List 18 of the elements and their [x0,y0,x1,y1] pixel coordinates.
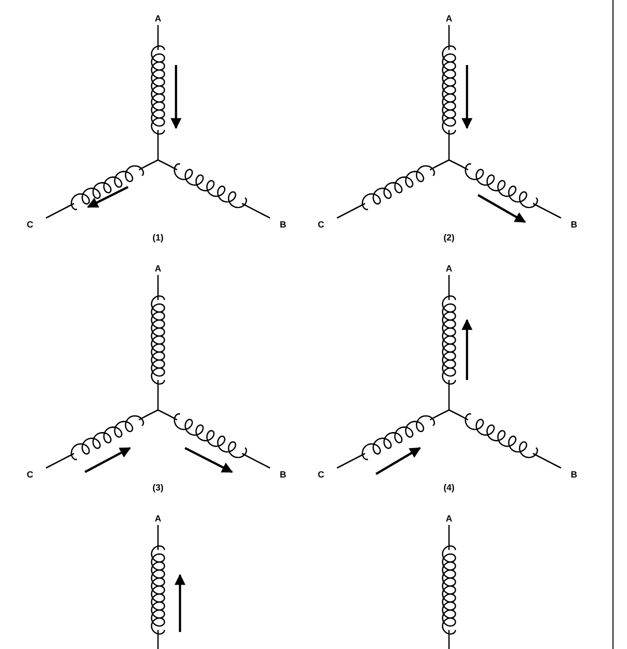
terminal-label: (3) [152,484,164,492]
figure-number: (1) [152,234,164,242]
terminal-label: C [26,470,34,480]
terminal-label: A [446,14,452,24]
terminal-label: B [280,220,286,230]
figure-number: A [154,264,162,274]
terminal-label: A [154,514,162,524]
terminal-label: B [280,470,286,480]
terminal-label: A [446,264,452,274]
terminal-label: C [318,470,324,480]
terminal-label: A [154,14,162,24]
terminal-label: C [26,220,34,230]
terminal-label: A [446,514,452,524]
terminal-label: (4) [444,484,454,492]
figure-number: B [570,470,578,480]
terminal-label: (2) [444,234,454,242]
terminal-label: C [318,220,324,230]
terminal-label: B [570,220,578,230]
